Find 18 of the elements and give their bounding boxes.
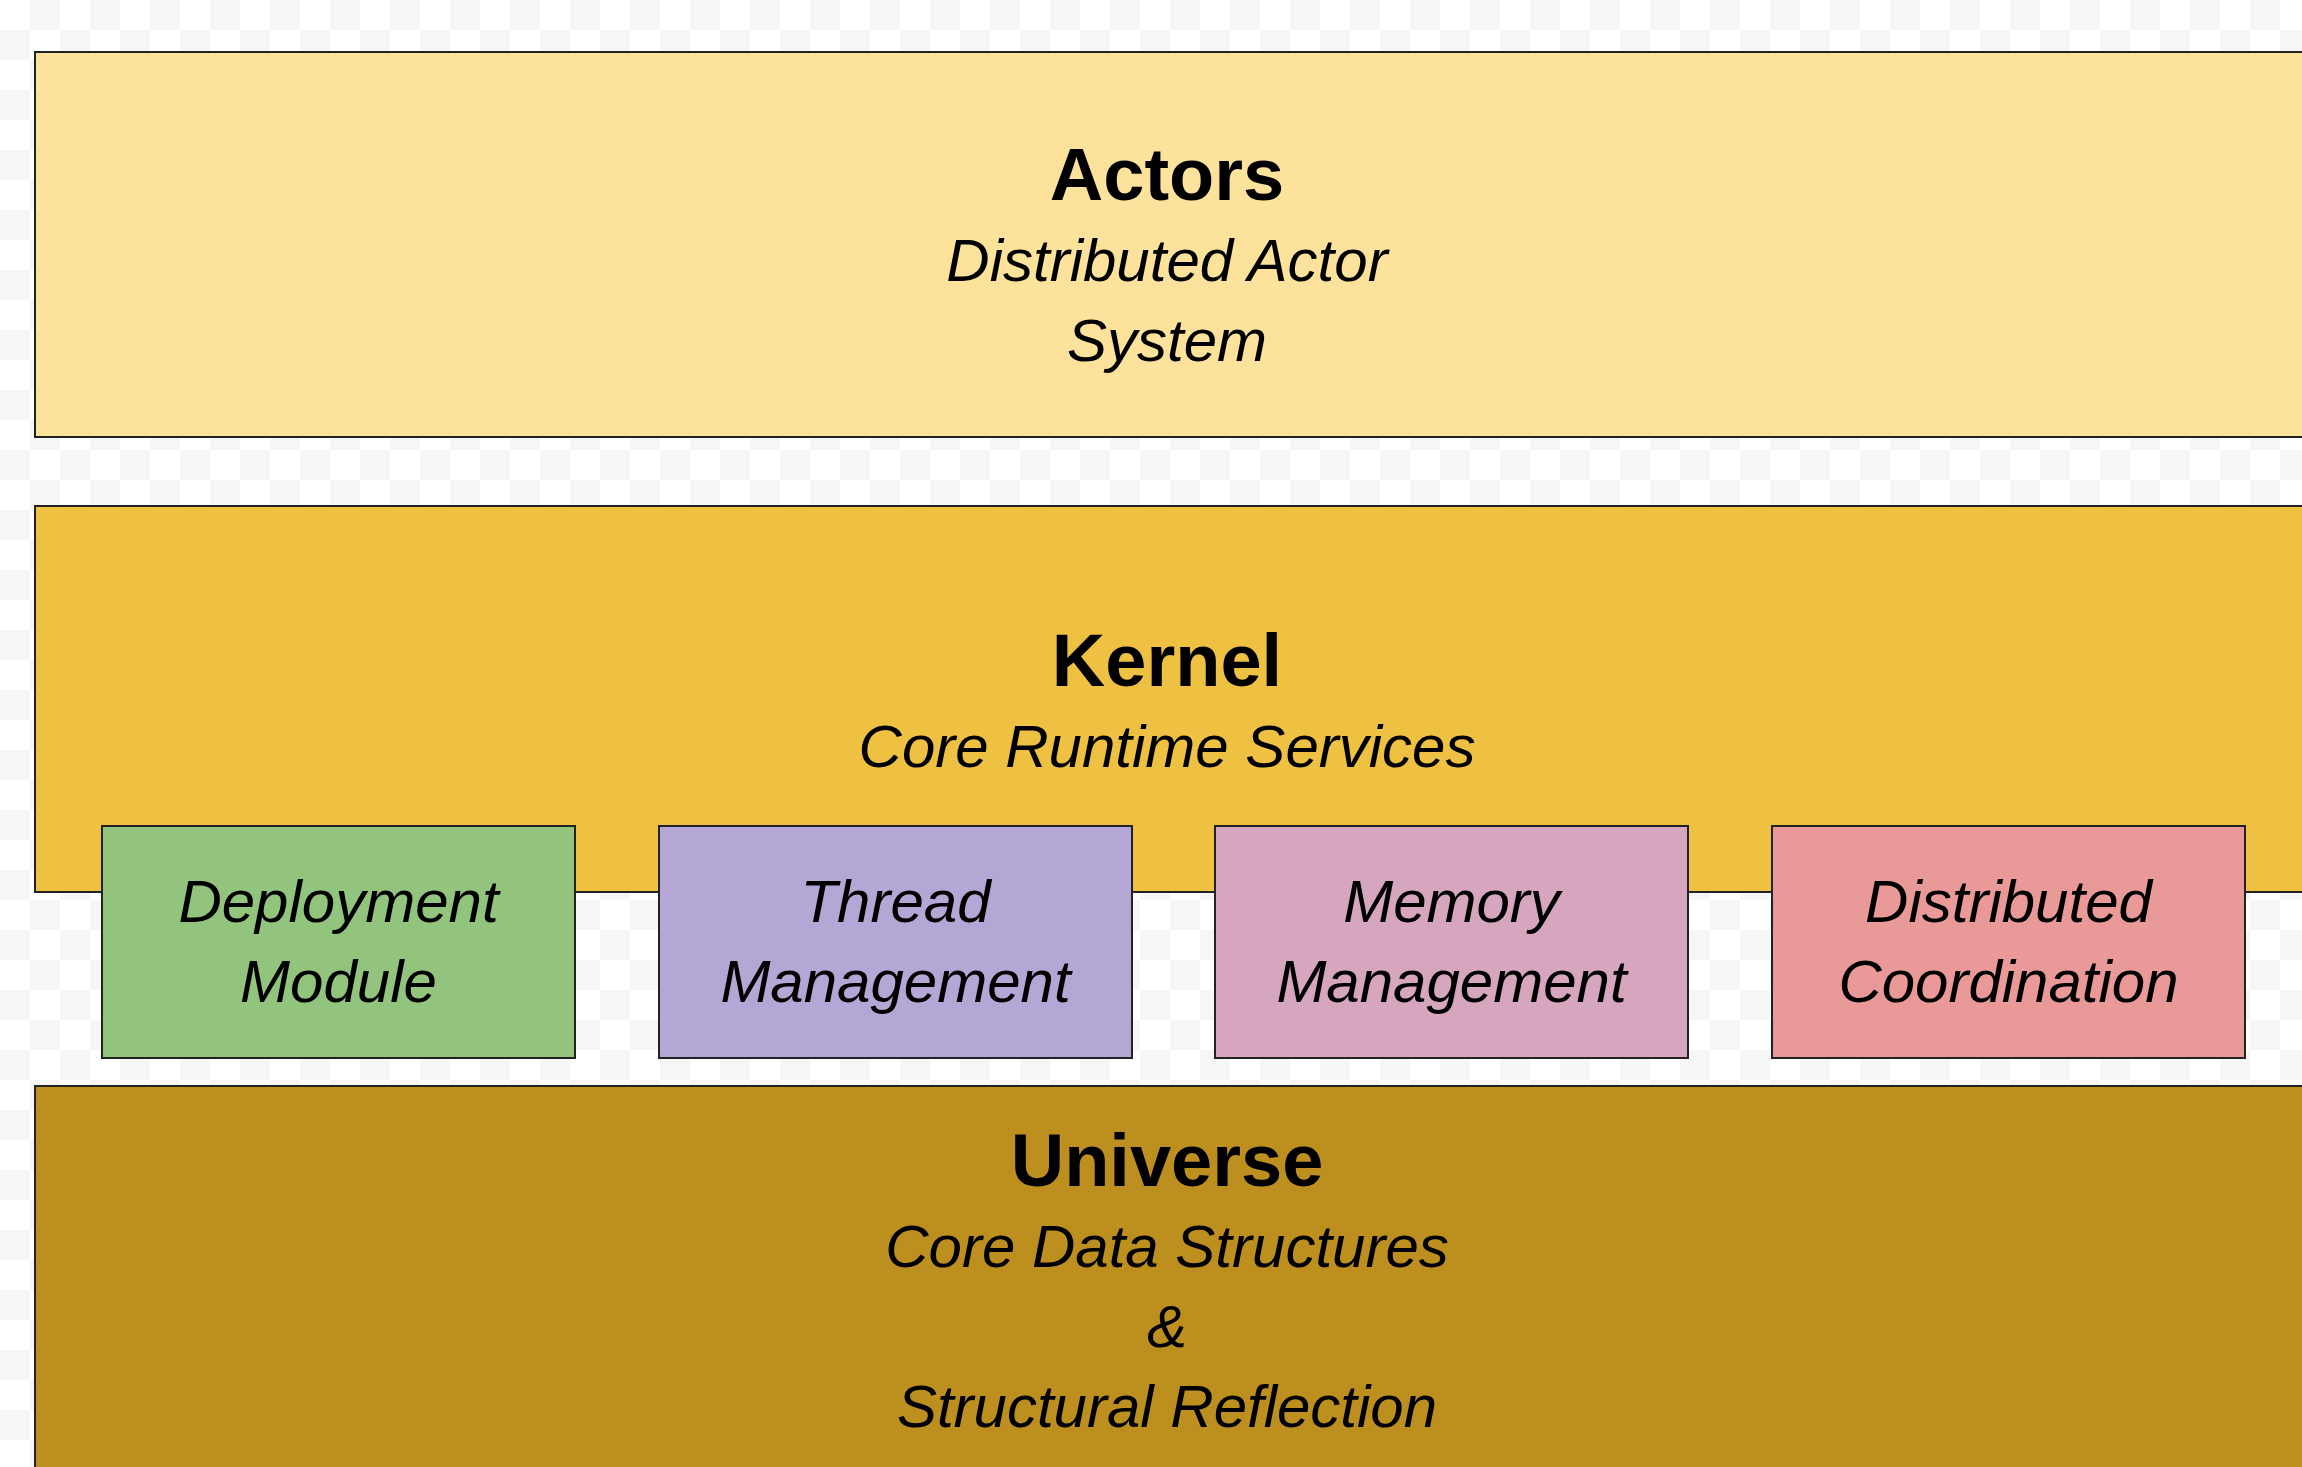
layer-subtitle: Core Runtime Services [858, 712, 1476, 782]
layer-subtitle: Distributed Actor System [945, 226, 1391, 376]
module-label: Thread Management [719, 867, 1074, 1017]
module-label: Deployment Module [177, 867, 502, 1017]
module-box [1771, 825, 2246, 1059]
module-label: Distributed Coordination [1837, 867, 2180, 1017]
layer-title: Universe [1010, 1118, 1324, 1204]
module-box [658, 825, 1133, 1059]
layer-subtitle: & [1147, 1292, 1187, 1362]
layer-band [34, 1085, 2302, 1467]
layer-title: Kernel [1051, 618, 1283, 704]
layer-subtitle: Structural Reflection [896, 1372, 1438, 1442]
module-box [1214, 825, 1689, 1059]
layer-band [34, 51, 2302, 438]
module-box [101, 825, 576, 1059]
layer-title: Actors [1049, 132, 1285, 218]
layer-subtitle: Core Data Structures [885, 1212, 1449, 1282]
module-label: Memory Management [1275, 867, 1630, 1017]
